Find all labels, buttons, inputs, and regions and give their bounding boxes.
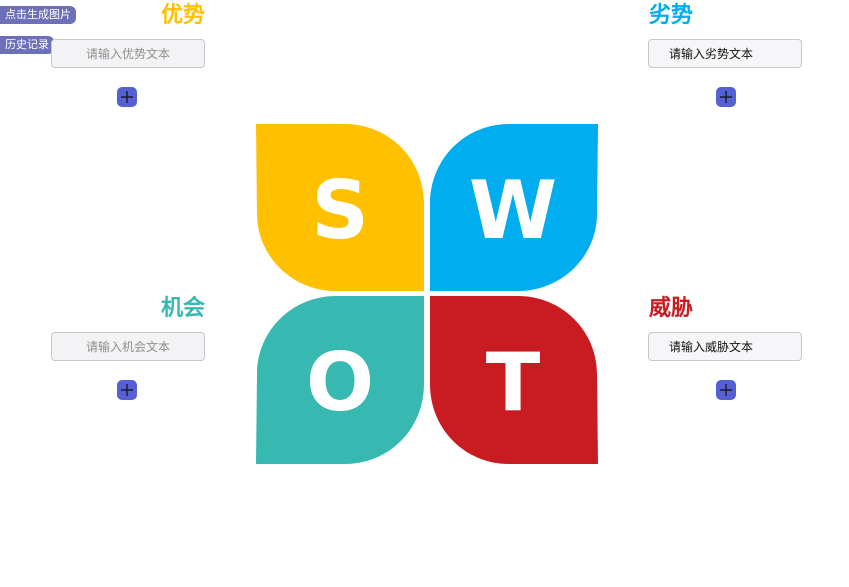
- add-threat-button[interactable]: [716, 380, 736, 400]
- threats-input[interactable]: [648, 332, 802, 361]
- weaknesses-petal-shape: [430, 124, 598, 291]
- strengths-heading: 优势: [160, 3, 205, 28]
- weaknesses-heading: 劣势: [649, 3, 694, 28]
- generate-image-button[interactable]: 点击生成图片: [0, 6, 76, 24]
- strengths-letter: S: [311, 164, 369, 257]
- opportunities-heading: 机会: [160, 296, 205, 321]
- add-weakness-button[interactable]: [716, 87, 736, 107]
- strengths-input[interactable]: [51, 39, 205, 68]
- add-opportunity-button[interactable]: [117, 380, 137, 400]
- history-button[interactable]: 历史记录: [0, 36, 54, 54]
- swot-petal-w: W: [430, 124, 598, 291]
- swot-petal-s: S: [256, 124, 424, 291]
- add-strength-button[interactable]: [117, 87, 137, 107]
- swot-petal-o: O: [256, 296, 424, 464]
- plus-icon: [121, 384, 133, 396]
- weaknesses-letter: W: [469, 164, 557, 257]
- weaknesses-input[interactable]: [648, 39, 802, 68]
- opportunities-petal-shape: [256, 296, 424, 464]
- plus-icon: [720, 384, 732, 396]
- threats-petal-shape: [430, 296, 598, 464]
- plus-icon: [121, 91, 133, 103]
- plus-icon: [720, 91, 732, 103]
- threats-letter: T: [486, 336, 541, 429]
- opportunities-input[interactable]: [51, 332, 205, 361]
- swot-diagram: S W O T: [256, 124, 598, 464]
- swot-petal-t: T: [430, 296, 598, 464]
- threats-heading: 威胁: [649, 296, 694, 321]
- strengths-petal-shape: [256, 124, 424, 291]
- opportunities-letter: O: [306, 336, 374, 429]
